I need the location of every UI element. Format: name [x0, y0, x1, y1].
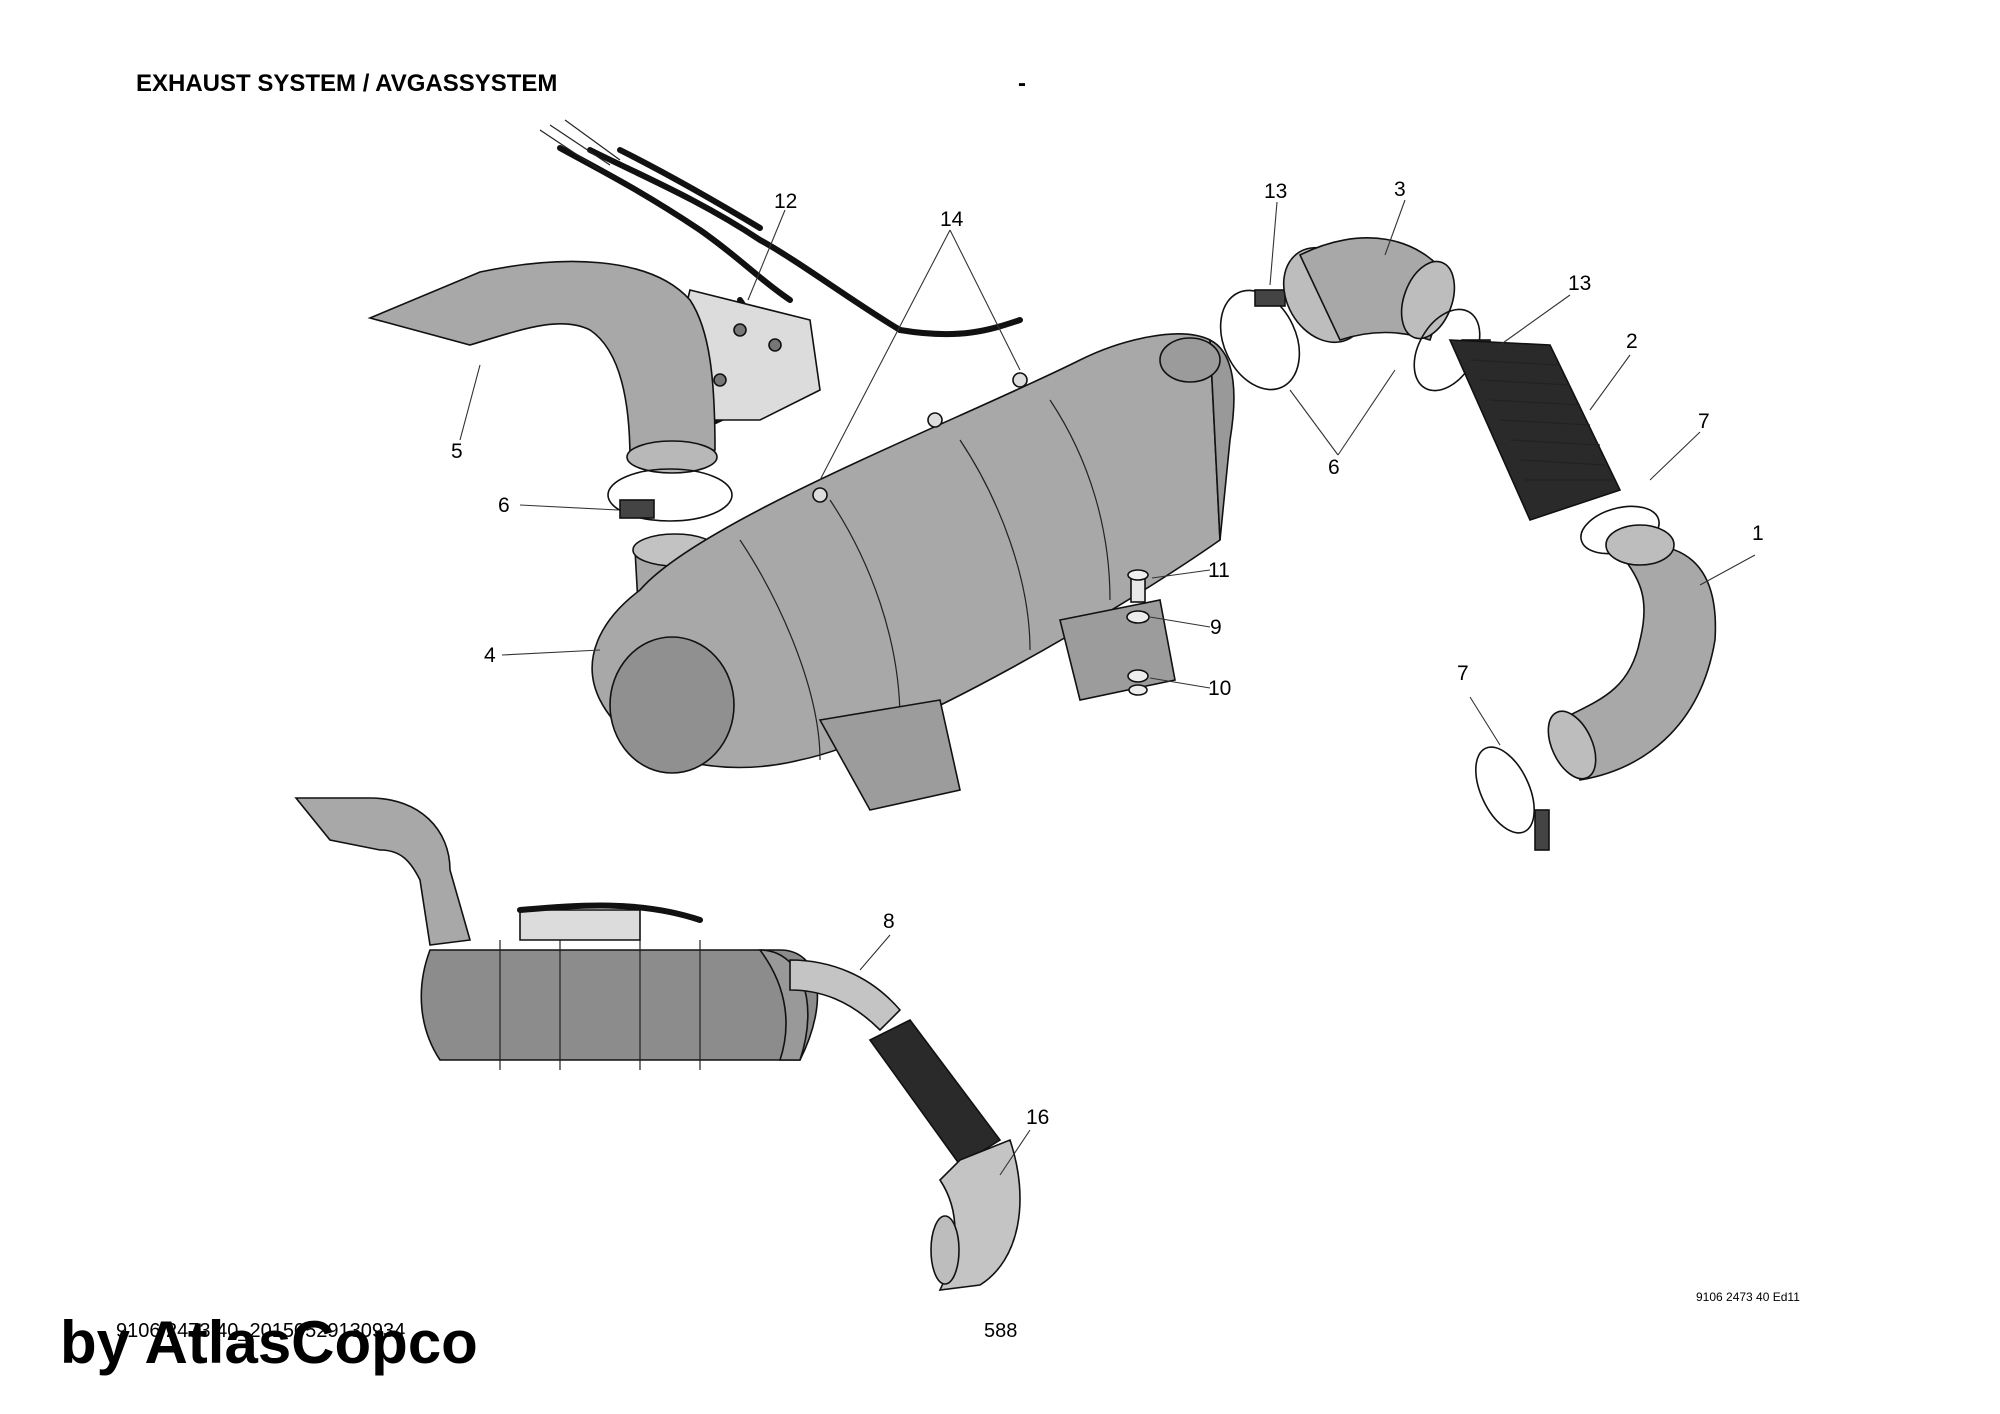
tail-pipe-part-5	[367, 260, 718, 474]
callout-6b: 6	[1328, 456, 1340, 479]
callout-3: 3	[1394, 178, 1406, 201]
callout-10: 10	[1208, 677, 1231, 700]
callout-8: 8	[883, 910, 895, 933]
callout-1: 1	[1752, 522, 1764, 545]
callout-13a: 13	[1264, 180, 1287, 203]
fasteners	[1126, 569, 1150, 696]
callout-7b: 7	[1457, 662, 1469, 685]
v-clamp-part-6a	[607, 468, 733, 522]
callout-2: 2	[1626, 330, 1638, 353]
page-title: EXHAUST SYSTEM / AVGASSYSTEM	[136, 70, 558, 97]
callout-11: 11	[1208, 559, 1230, 582]
callout-6a: 6	[498, 494, 510, 517]
leader-lines	[459, 199, 1756, 1176]
callout-7a: 7	[1698, 410, 1710, 433]
page-number: 588	[984, 1320, 1018, 1342]
callout-5: 5	[451, 440, 463, 463]
pipe-part-1	[1547, 524, 1717, 781]
clamp-part-7b	[1475, 746, 1550, 851]
callout-14: 14	[940, 208, 964, 231]
elbow-part-3	[1282, 237, 1456, 344]
edition-code: 9106 2473 40 Ed11	[1696, 1290, 1800, 1304]
assembled-view	[294, 797, 1021, 1291]
document-id: 9106 2473 40_20150529130934	[116, 1320, 406, 1342]
callout-4: 4	[484, 644, 496, 667]
callout-12: 12	[774, 190, 797, 213]
silencer-body	[591, 333, 1235, 774]
callout-9: 9	[1210, 616, 1222, 639]
publisher-watermark: by AtlasCopco	[60, 1309, 478, 1376]
callout-16: 16	[1026, 1106, 1049, 1129]
bellows-part-2	[1448, 339, 1622, 521]
title-separator: -	[1018, 70, 1026, 97]
callout-13b: 13	[1568, 272, 1591, 295]
